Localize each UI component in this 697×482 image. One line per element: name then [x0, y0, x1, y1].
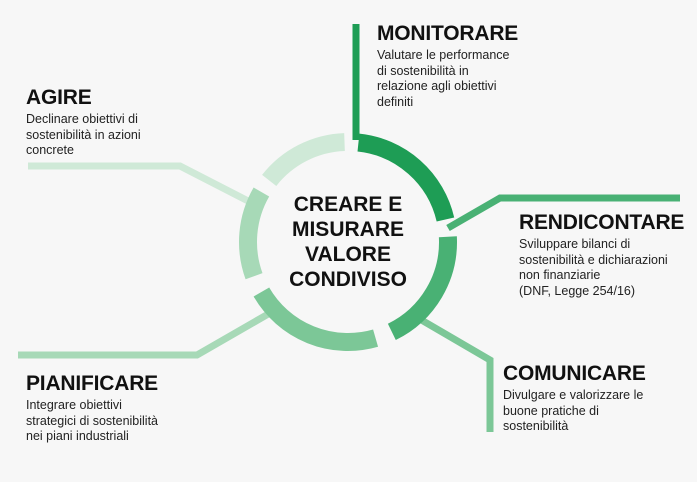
ring-segment-pianificare — [239, 187, 270, 280]
step-description: Divulgare e valorizzare le buone pratich… — [503, 388, 644, 433]
step-title: COMUNICARE — [503, 362, 646, 385]
step-agire: AGIRE Declinare obiettivi di sostenibili… — [26, 86, 226, 159]
step-rendicontare: RENDICONTARE Sviluppare bilanci di soste… — [519, 211, 694, 299]
connector-line-agire — [28, 162, 254, 207]
step-description: Declinare obiettivi di sostenibilità in … — [26, 112, 141, 157]
connector-line-pianificare — [18, 309, 272, 359]
center-label: CREARE E MISURARE VALORE CONDIVISO — [289, 193, 407, 291]
ring-segment-agire — [262, 133, 346, 187]
step-title: PIANIFICARE — [26, 372, 158, 395]
step-title: RENDICONTARE — [519, 211, 685, 234]
connector-line-rendicontare — [446, 194, 680, 232]
step-title: AGIRE — [26, 86, 92, 109]
connector-line-comunicare — [416, 314, 494, 432]
ring-segment-rendicontare — [387, 236, 457, 340]
step-description: Sviluppare bilanci di sostenibilità e di… — [519, 237, 668, 298]
step-description: Valutare le performance di sostenibilità… — [377, 48, 510, 109]
step-comunicare: COMUNICARE Divulgare e valorizzare le bu… — [503, 362, 693, 435]
step-title: MONITORARE — [377, 22, 519, 45]
ring-segment-comunicare — [253, 287, 379, 351]
ring-segment-monitorare — [357, 133, 455, 222]
step-pianificare: PIANIFICARE Integrare obiettivi strategi… — [26, 372, 226, 445]
step-description: Integrare obiettivi strategici di sosten… — [26, 398, 159, 443]
step-monitorare: MONITORARE Valutare le performance di so… — [377, 22, 577, 110]
